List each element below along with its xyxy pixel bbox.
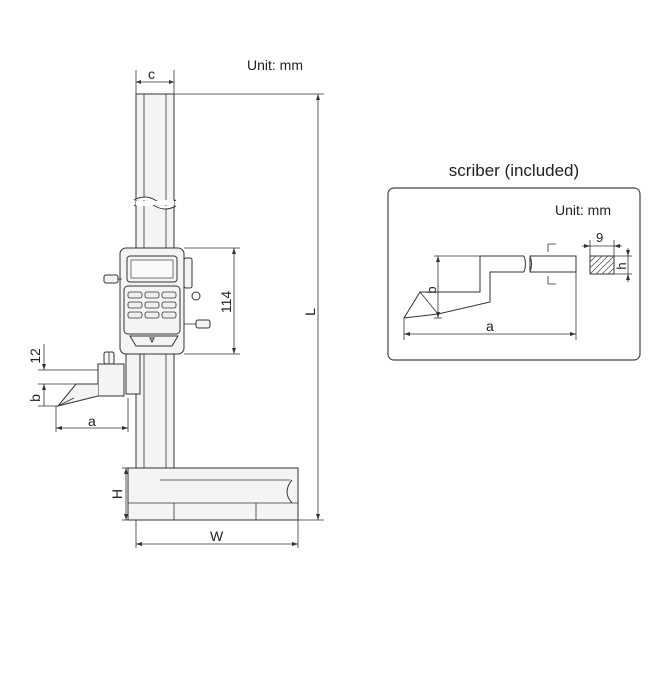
dim-b-label: b (27, 394, 43, 402)
scriber-unit-label: Unit: mm (555, 202, 611, 218)
display-button (161, 291, 177, 299)
dim-c-label: c (148, 66, 155, 82)
dim-114-label: 114 (218, 291, 234, 314)
main-unit-label: Unit: mm (247, 57, 303, 73)
scriber-detail: scriber (included) Unit: mm 9 h (387, 161, 641, 361)
height-gauge-drawing: Unit: mm c L 114 12 b a H W (27, 57, 324, 548)
dim-L-label: L (302, 308, 318, 316)
gauge-base (127, 467, 299, 521)
dim-W-label: W (210, 528, 224, 544)
scriber-dim-b-label: b (424, 286, 439, 293)
dim-H-label: H (109, 489, 125, 499)
display-button (144, 301, 160, 309)
display-button (161, 311, 177, 319)
side-wheel (183, 257, 193, 289)
display-button (127, 301, 143, 309)
display-button (161, 301, 177, 309)
lock-screw (191, 291, 201, 301)
scriber-dim-a-label: a (486, 318, 494, 334)
fine-adjust-knob (103, 274, 119, 284)
scriber-detail-box (387, 187, 641, 361)
dim-a-label: a (88, 413, 96, 429)
scriber-holder-arm (125, 353, 141, 395)
scriber-dim-h-label: h (614, 262, 629, 269)
clamp-knob (195, 319, 211, 329)
scriber-title: scriber (included) (449, 161, 579, 180)
display-button (144, 311, 160, 319)
scriber-clamp (97, 363, 125, 397)
scriber-shank (529, 255, 577, 273)
display-button (127, 291, 143, 299)
display-button (127, 311, 143, 319)
display-button (144, 291, 160, 299)
scriber-dim-9-label: 9 (596, 230, 603, 245)
dim-12-label: 12 (27, 348, 43, 364)
